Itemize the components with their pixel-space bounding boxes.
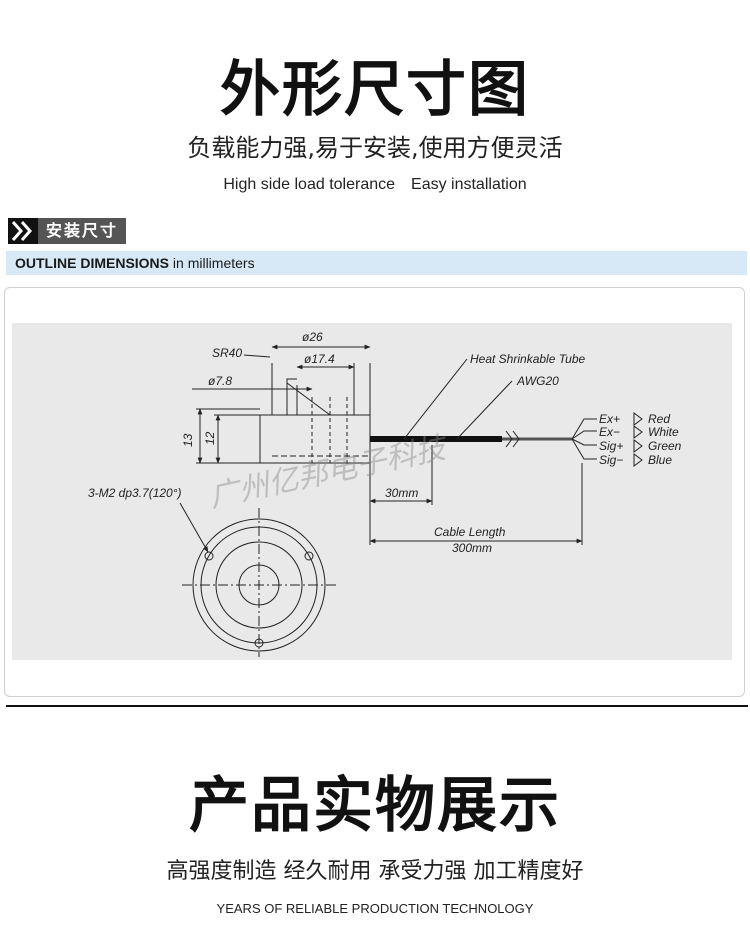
wire-signal: Sig+ (599, 439, 623, 453)
section-tag: 安装尺寸 (8, 218, 127, 244)
wire-color: Green (648, 439, 682, 453)
label-heat-tube: Heat Shrinkable Tube (470, 352, 586, 366)
wire-sigm (571, 438, 597, 460)
label-h13: 13 (181, 433, 195, 447)
outline-dimensions-bar: OUTLINE DIMENSIONS in millimeters (6, 251, 747, 275)
leader-sr40 (243, 354, 271, 358)
product-subtitle-cn: 高强度制造 经久耐用 承受力强 加工精度好 (166, 859, 584, 884)
wire-exm (571, 430, 597, 440)
leader-heat-tube (403, 358, 468, 440)
label-h12: 12 (203, 431, 217, 445)
label-sr40: SR40 (212, 346, 242, 360)
outline-drawing-svg: SR40 ø26 ø17.4 ø7.8 13 12 Heat Shrinkabl… (88, 330, 682, 657)
break-symbol (505, 430, 513, 448)
leader-awg (456, 380, 513, 440)
subtitle-en: High side load tolerance Easy installatio… (0, 174, 750, 196)
mount-hole (304, 551, 314, 561)
label-30mm: 30mm (385, 486, 418, 500)
sr-arc (286, 382, 331, 416)
label-d174: ø17.4 (304, 352, 335, 366)
section-divider (6, 705, 748, 707)
wire-color: Blue (648, 453, 672, 467)
subtitle-en-part1: High side load tolerance (223, 176, 396, 193)
wire-color: White (648, 425, 679, 439)
break-symbol (512, 430, 520, 448)
mount-hole (254, 638, 264, 648)
label-awg: AWG20 (516, 374, 559, 388)
double-chevron-icon (8, 218, 38, 244)
page-title: 外形尺寸图 (220, 55, 530, 125)
label-cable-length: Cable Length (434, 525, 506, 539)
product-subtitle-en: YEARS OF RELIABLE PRODUCTION TECHNOLOGY (216, 901, 534, 916)
label-300mm: 300mm (452, 541, 492, 555)
label-d26: ø26 (302, 330, 323, 344)
terminal-arrow-icon (633, 425, 643, 439)
dome-profile (286, 378, 297, 415)
watermark: 广州亿邦电子科技 (206, 430, 451, 515)
wire-signal: Ex− (599, 425, 620, 439)
subtitle-en-part2: Easy installation (411, 176, 527, 193)
leader-holes (179, 502, 209, 553)
subtitle-cn: 负载能力强,易于安装,使用方便灵活 (187, 134, 563, 162)
top-view-outer (192, 518, 326, 652)
mount-hole (204, 551, 214, 561)
label-holes: 3-M2 dp3.7(120°) (88, 486, 182, 500)
outline-title: OUTLINE DIMENSIONS (15, 255, 170, 271)
top-view-ring (215, 541, 303, 629)
label-d78: ø7.8 (208, 374, 232, 388)
terminal-arrow-icon (633, 453, 643, 467)
terminal-arrow-icon (633, 439, 643, 453)
section-tag-label: 安装尺寸 (38, 218, 127, 244)
wire-signal: Ex+ (599, 412, 620, 426)
wire-sigp (571, 438, 597, 446)
wire-signal: Sig− (599, 453, 623, 467)
wire-color: Red (648, 412, 670, 426)
wire-exp (571, 418, 597, 440)
terminal-arrow-icon (633, 412, 643, 426)
outline-drawing: SR40 ø26 ø17.4 ø7.8 13 12 Heat Shrinkabl… (12, 323, 732, 660)
section-title-product: 产品实物展示 (189, 771, 561, 841)
outline-unit: in millimeters (172, 255, 255, 271)
